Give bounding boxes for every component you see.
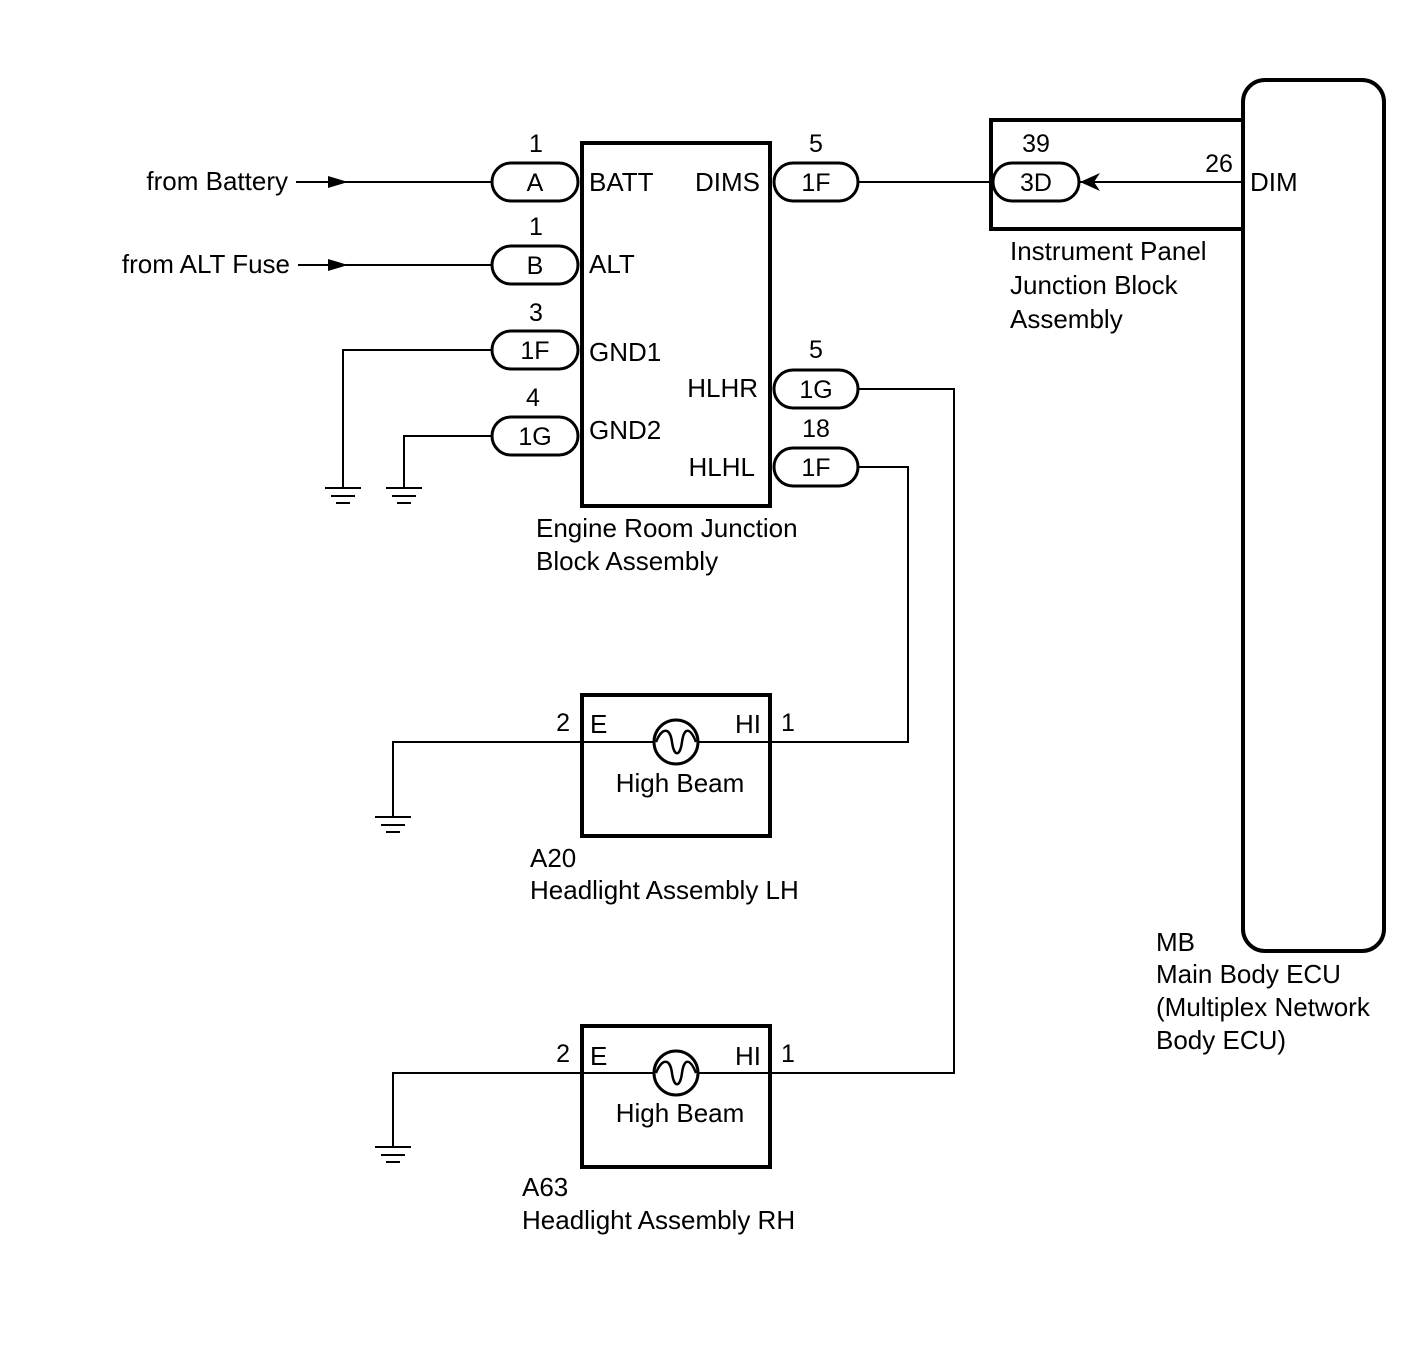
from-battery-label: from Battery [146, 166, 288, 196]
connector-alt-label: B [527, 252, 544, 280]
connector-gnd1-label: 1F [520, 337, 549, 365]
ecu-name-2: (Multiplex Network [1156, 992, 1371, 1022]
hlhl-wire [770, 466, 909, 743]
pin-hlhr: 5 [809, 336, 823, 364]
main-body-ecu-box [1241, 78, 1386, 953]
alt-fuse-arrow-icon [328, 259, 348, 271]
pin-alt: 1 [529, 213, 543, 241]
engine-room-jb-name-1: Engine Room Junction [536, 513, 798, 543]
headlight-lh-term-hi: HI [735, 709, 761, 739]
gnd1-wire [342, 349, 492, 487]
terminal-gnd1: GND1 [589, 337, 661, 367]
headlight-rh-name: Headlight Assembly RH [522, 1205, 795, 1235]
instrument-panel-jb-name-3: Assembly [1010, 304, 1123, 334]
instrument-panel-jb-name-1: Instrument Panel [1010, 236, 1207, 266]
engine-room-jb-box [580, 141, 772, 508]
headlight-lh-pin-hi: 1 [781, 709, 795, 737]
connector-hlhr-label: 1G [799, 376, 832, 404]
from-alt-fuse-label: from ALT Fuse [122, 249, 290, 279]
ground-icon [375, 1146, 411, 1163]
connector-batt-label: A [527, 169, 544, 197]
gnd2-wire [403, 435, 492, 487]
ecu-name-3: Body ECU) [1156, 1025, 1286, 1055]
connector-batt [490, 161, 580, 203]
connector-hlhl-label: 1F [801, 454, 830, 482]
connector-gnd2-label: 1G [518, 423, 551, 451]
engine-room-jb-name-2: Block Assembly [536, 546, 718, 576]
headlight-lh-pin-e: 2 [556, 709, 570, 737]
headlight-rh-term-hi: HI [735, 1041, 761, 1071]
terminal-batt: BATT [589, 167, 654, 197]
battery-arrow-icon [328, 176, 348, 188]
pin-hlhl: 18 [802, 415, 830, 443]
headlight-rh-pin-hi: 1 [781, 1040, 795, 1068]
headlight-lh-ground-wire [392, 741, 582, 816]
bulb-icon [652, 1049, 700, 1097]
headlight-lh-name: Headlight Assembly LH [530, 875, 799, 905]
headlight-lh-box [580, 693, 772, 838]
headlight-lh-term-e: E [590, 709, 607, 739]
pin-gnd1: 3 [529, 299, 543, 327]
connector-dims-label: 1F [801, 169, 830, 197]
arrow-icon [1080, 173, 1100, 191]
ecu-terminal-dim: DIM [1250, 167, 1298, 197]
headlight-rh-pin-e: 2 [556, 1040, 570, 1068]
headlight-rh-term-e: E [590, 1041, 607, 1071]
terminal-hlhl: HLHL [689, 452, 755, 482]
pin-batt: 1 [529, 130, 543, 158]
headlight-rh-bulb-label: High Beam [616, 1098, 745, 1128]
bulb-icon [652, 718, 700, 766]
hlhr-wire [770, 388, 955, 1074]
headlight-lh-code: A20 [530, 843, 576, 873]
headlight-lh-bulb-label: High Beam [616, 768, 745, 798]
ecu-name-1: Main Body ECU [1156, 959, 1341, 989]
instrument-panel-jb-name-2: Junction Block [1010, 270, 1179, 300]
pin-3d: 39 [1022, 130, 1050, 158]
terminal-hlhr: HLHR [687, 373, 758, 403]
ground-icon [325, 487, 361, 504]
pin-gnd2: 4 [526, 384, 540, 412]
terminal-dims: DIMS [695, 167, 760, 197]
ground-icon [386, 487, 422, 504]
headlight-rh-code: A63 [522, 1172, 568, 1202]
pin-dims: 5 [809, 130, 823, 158]
terminal-gnd2: GND2 [589, 415, 661, 445]
headlight-rh-ground-wire [392, 1072, 582, 1146]
terminal-alt: ALT [589, 249, 635, 279]
connector-3d-label: 3D [1020, 169, 1052, 197]
pin-dim: 26 [1205, 150, 1233, 178]
connector-3d [991, 161, 1081, 203]
connector-alt [490, 244, 580, 286]
headlight-rh-box [580, 1024, 772, 1169]
ecu-code: MB [1156, 927, 1195, 957]
ground-icon [375, 816, 411, 833]
